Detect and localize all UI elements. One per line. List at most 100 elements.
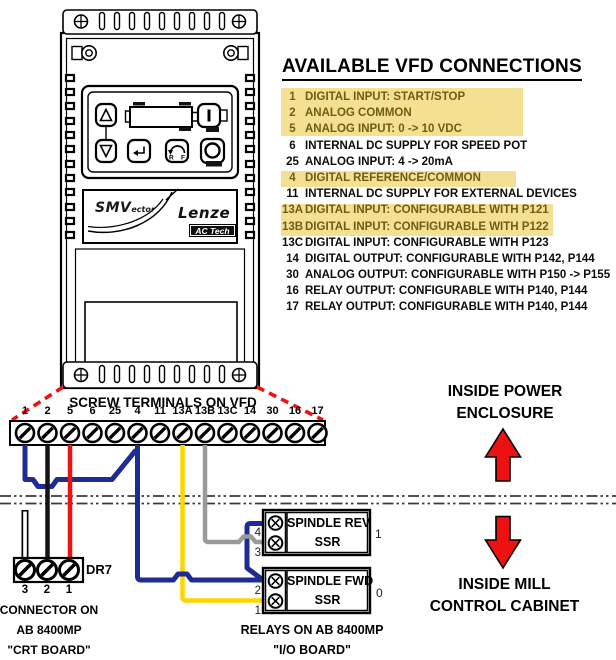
- arrow-up-icon: [484, 427, 522, 482]
- screw-terminal-icon: [104, 422, 126, 444]
- connection-label: RELAY OUTPUT: CONFIGURABLE WITH P140, P1…: [305, 285, 588, 298]
- highlight-block-b: [281, 170, 516, 187]
- screw-terminal-icon: [81, 422, 104, 444]
- highlight-block-c: [281, 203, 553, 236]
- arrow-down-icon: [484, 515, 522, 570]
- mount-screw-icon: [81, 44, 97, 62]
- display: [129, 106, 193, 128]
- connection-label: ANALOG INPUT: 0 -> 10 VDC: [305, 123, 462, 136]
- dr7-pin-label: 2: [43, 584, 51, 596]
- connection-number: 2: [289, 107, 296, 120]
- display-mark-fwd: [179, 102, 191, 106]
- screw-terminal-icon: [261, 422, 284, 444]
- bracket-screw-icon: [231, 14, 247, 29]
- relays-caption: RELAYS ON AB 8400MP "I/O BOARD": [240, 623, 384, 657]
- screw-terminal-icon: [149, 422, 171, 444]
- bracket-screw-icon: [231, 367, 247, 383]
- connection-number: 25: [286, 155, 299, 168]
- ssr-rev-label: SPINDLE REV SSR: [287, 516, 371, 549]
- connection-label: ANALOG COMMON: [305, 107, 412, 120]
- ssr-output-label: 0: [376, 586, 383, 600]
- highlight-block-a: [281, 87, 523, 136]
- rotation-button: [164, 138, 190, 164]
- display-mark-auto: [133, 102, 145, 106]
- connection-number: 1: [289, 91, 296, 103]
- swoosh-flick: [165, 188, 179, 201]
- screw-terminal-icon: [59, 422, 81, 444]
- screw-terminal-icon: [171, 422, 194, 444]
- page-title: AVAILABLE VFD CONNECTIONS: [282, 56, 582, 81]
- rotation-f-label: F: [181, 155, 185, 162]
- ssr-fwd-label: SPINDLE FWD SSR: [287, 574, 374, 607]
- terminal-label: 14: [243, 405, 257, 417]
- enter-button: [126, 138, 152, 164]
- screw-terminal-icon: [36, 422, 59, 444]
- vfd-bottom-bracket: [62, 361, 258, 389]
- ssr-output-label: 1: [375, 527, 382, 541]
- ssr-pin-label: 1: [254, 605, 261, 617]
- vfd-device: R F: [59, 9, 261, 390]
- wire-blue-t4-fwd: [135, 445, 265, 583]
- actech-logo: AC Tech: [189, 224, 236, 237]
- connection-number: 13B: [281, 220, 304, 233]
- stop-circle-icon: [204, 142, 221, 159]
- connection-row: 2 ANALOG COMMON: [281, 105, 610, 121]
- dr7-label: DR7: [86, 562, 113, 577]
- vfd-mounting-bosses: [71, 44, 249, 62]
- terminal-label: 2: [44, 405, 51, 417]
- zone-power-label: INSIDE POWER ENCLOSURE: [447, 383, 563, 422]
- zone-mill-label: INSIDE MILL CONTROL CABINET: [429, 576, 580, 615]
- screw-terminal-icon: [306, 422, 329, 444]
- terminal-label: 5: [66, 405, 74, 417]
- terminal-label: 6: [89, 405, 96, 417]
- screw-terminal-icon: [239, 422, 261, 444]
- callout-dash-right: [256, 385, 324, 422]
- lenze-logo: Lenze: [178, 204, 231, 222]
- run-label-tag: [206, 127, 219, 132]
- connection-row: 1 DIGITAL INPUT: START/STOP: [281, 89, 610, 105]
- terminal-label: 13C: [217, 405, 238, 417]
- screw-terminal-icon: [194, 422, 216, 444]
- swoosh-curve-inner: [87, 198, 164, 228]
- terminal-strip: [9, 420, 329, 446]
- ssr-pin-label: 4: [254, 527, 261, 539]
- connection-number: 17: [286, 301, 299, 314]
- screw-terminal-icon: [57, 558, 81, 582]
- connection-label: DIGITAL INPUT: CONFIGURABLE WITH P122: [305, 220, 549, 233]
- wire-yellow-13a-fwd: [180, 445, 265, 603]
- connection-label: DIGITAL INPUT: START/STOP: [305, 91, 466, 103]
- connection-label: DIGITAL REFERENCE/COMMON: [305, 171, 481, 184]
- mount-screw-icon: [223, 44, 239, 62]
- dr7-pin-label: 3: [21, 584, 29, 596]
- connection-number: 6: [289, 139, 296, 152]
- ssr-rev-box: [261, 508, 372, 557]
- screw-terminal-icon: [13, 558, 37, 582]
- screw-terminal-icon: [284, 422, 306, 444]
- terminal-label: 13A: [172, 405, 193, 417]
- connection-label: DIGITAL INPUT: CONFIGURABLE WITH P121: [305, 204, 549, 217]
- ssr-pin-label: 2: [254, 585, 261, 597]
- terminal-label: 13B: [194, 405, 216, 417]
- terminal-strip-caption: SCREW TERMINALS ON VFD: [69, 395, 257, 410]
- enter-arrow-icon: [137, 146, 145, 154]
- dr7-connector: [12, 556, 85, 584]
- connection-label: INTERNAL DC SUPPLY FOR EXTERNAL DEVICES: [305, 188, 577, 201]
- connection-number: 13C: [281, 236, 304, 249]
- terminal-label: 16: [288, 405, 302, 417]
- connection-list: 1 DIGITAL INPUT: START/STOP 2 ANALOG COMMO…: [281, 89, 610, 316]
- bracket-screw-icon: [73, 367, 89, 383]
- stop-label-tag: [206, 161, 222, 167]
- rotation-arrowhead: [168, 150, 173, 155]
- ssr-screw-icon: [267, 515, 284, 531]
- ssr-fwd-box: [261, 566, 372, 615]
- up-arrow-icon: [99, 107, 113, 122]
- callout-dash-left: [11, 385, 64, 422]
